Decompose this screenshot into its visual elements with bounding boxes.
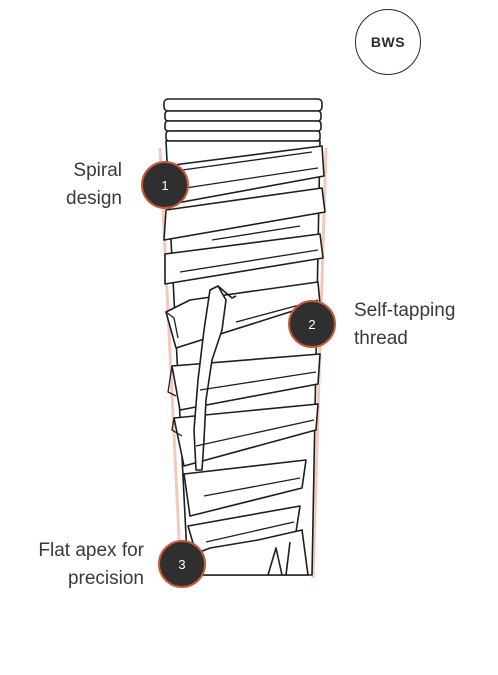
brand-logo: BWS <box>355 9 421 75</box>
callout-2-line-2: thread <box>354 328 408 349</box>
callout-label-flat-apex: Flat apex for precision <box>20 537 144 593</box>
callout-3-line-1: Flat apex for <box>38 540 144 561</box>
callout-3-line-2: precision <box>67 568 144 589</box>
callout-badge-1: 1 <box>141 161 189 209</box>
callout-label-spiral-design: Spiral design <box>40 157 122 213</box>
brand-logo-text: BWS <box>370 34 406 50</box>
thread-detail-lines <box>165 151 319 543</box>
callout-badge-3: 3 <box>158 540 206 588</box>
callout-1-line-1: Spiral <box>73 160 122 181</box>
callout-label-self-tapping-thread: Self-tapping thread <box>354 297 484 353</box>
callout-badge-2: 2 <box>288 300 336 348</box>
callout-1-line-2: design <box>66 188 122 209</box>
callout-2-line-1: Self-tapping <box>354 300 456 321</box>
